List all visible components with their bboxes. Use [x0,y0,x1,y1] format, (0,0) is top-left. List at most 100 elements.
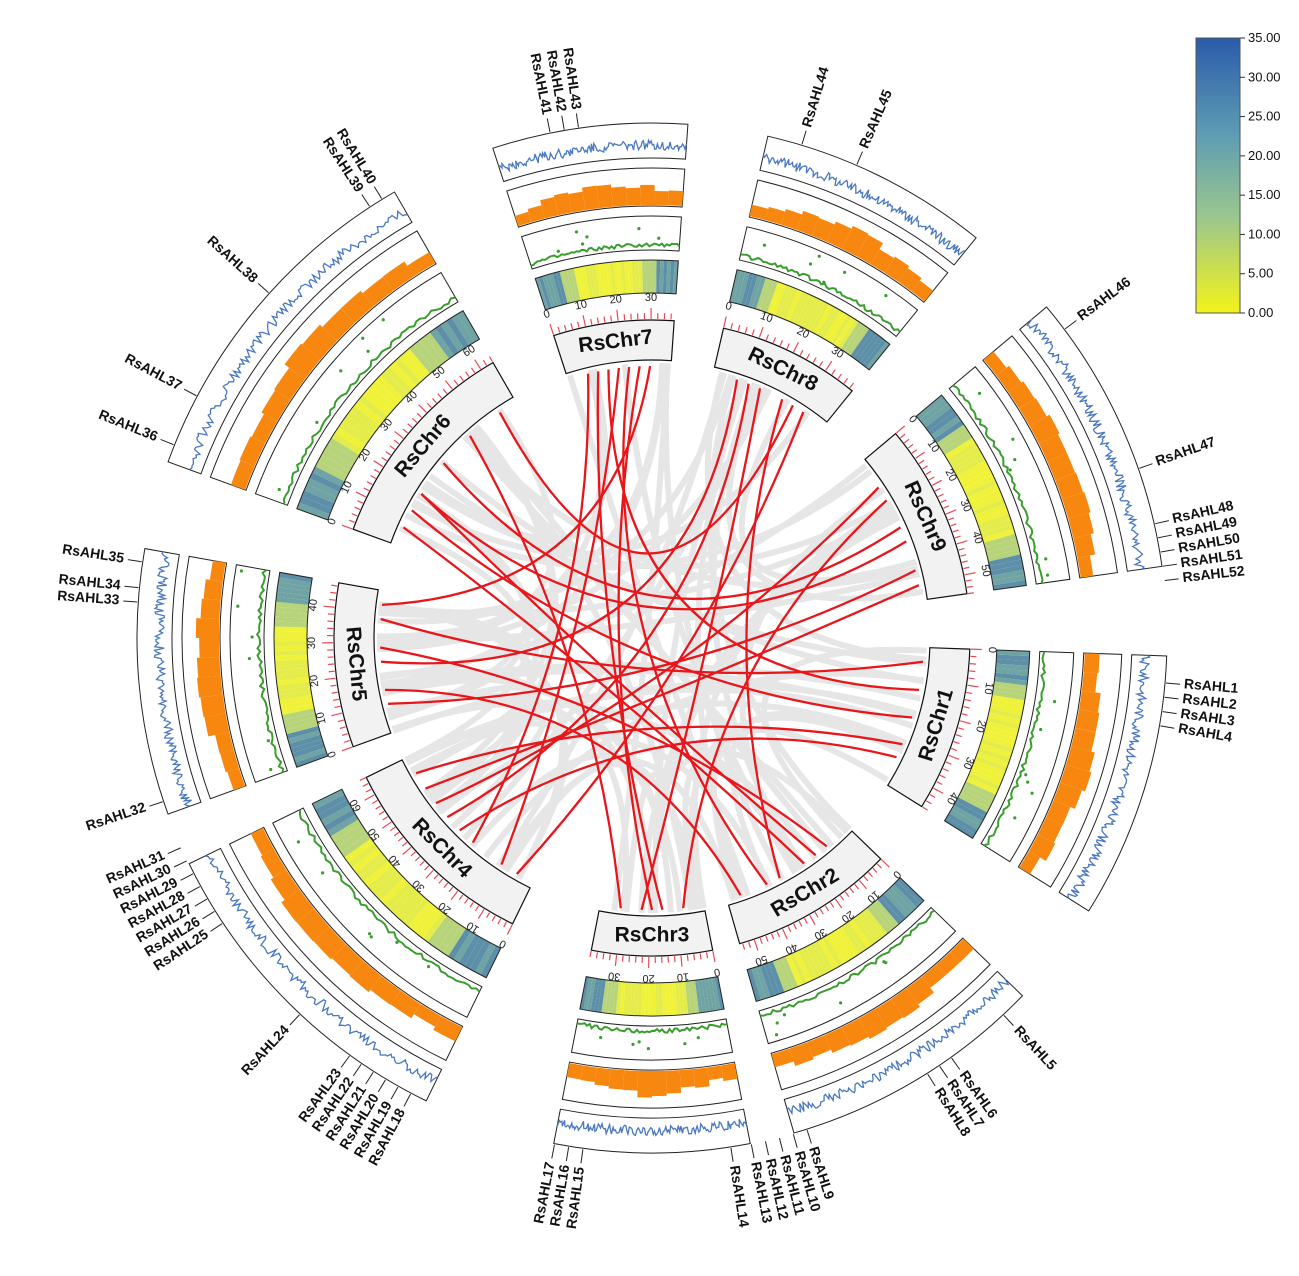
tick-mark [401,841,408,847]
legend-label: 0.00 [1248,305,1273,320]
heatmap-cell [979,743,1013,758]
heatmap-cell [299,496,333,515]
tick-mark [595,952,599,959]
duplication-link [380,617,924,675]
snp-point [817,254,821,258]
density-bar [789,1042,814,1066]
density-bar [890,988,920,1019]
tick-mark [491,915,496,922]
heatmap-cell [772,959,790,993]
heatmap-cell [659,260,664,294]
tick-mark [792,341,799,353]
heatmap-cell [278,572,313,583]
tick-mark [934,487,941,492]
tick-mark [931,479,943,486]
heatmap-cell [820,308,841,339]
heatmap-cell [698,979,707,1013]
gene-leader-line [127,559,142,563]
tick-mark [964,698,972,702]
heatmap-cell [756,277,771,311]
density-bar [594,1067,611,1087]
snp-track-border [254,271,459,506]
snp-point [1008,468,1012,472]
heatmap-cell [994,677,1028,686]
heatmap-cell [984,725,1018,740]
heatmap-cell [972,760,1006,777]
tick-mark [623,314,626,321]
gc-line [1026,318,1145,570]
density-bar [407,252,436,277]
legend-label: 30.00 [1248,69,1281,84]
heatmap-cell [448,928,471,960]
tick-mark [942,768,949,772]
heatmap-cell [583,977,593,1011]
tick-mark [705,952,709,959]
tick-mark [960,554,967,557]
tick-mark [968,677,975,680]
gene-leader-line [1162,563,1177,567]
tick-mark [858,880,867,890]
chromosome-label: RsChr3 [615,924,690,947]
heatmap-cell [399,352,426,382]
heatmap-cell [844,921,868,952]
heatmap-cell [840,321,863,352]
heatmap-cell [649,260,653,294]
heatmap-cell [276,677,310,686]
gene-leader-line [183,388,197,397]
density-bar [841,1018,869,1046]
gene-leader-line [1155,520,1169,525]
heatmap-cell [595,263,604,297]
snp-point [361,336,365,340]
tick-mark [433,874,439,880]
heatmap-cell [414,340,440,370]
heatmap-cell [437,922,462,953]
heatmap-cell [309,472,342,493]
heatmap-cell [941,433,973,456]
heatmap-cell [340,833,372,858]
heatmap-cell [464,937,486,970]
heatmap-cell [280,699,314,711]
heatmap-cell [827,312,848,343]
density-bar [349,960,382,993]
snp-point [269,767,273,772]
tick-mark [881,859,890,868]
duplication-link [415,725,903,775]
heatmap-cell [955,797,988,817]
heatmap-cell [813,940,834,972]
heatmap-cell [956,460,989,481]
density-bar [1077,555,1094,578]
heatmap-cell [324,443,357,466]
tick-mark [389,445,396,450]
density-bar [580,1065,597,1083]
tick-mark [748,941,752,948]
heatmap-cell [417,908,443,939]
heatmap-cell [318,454,351,477]
heatmap-cell [873,899,899,928]
tick-mark [779,340,784,347]
heatmap-track-border [915,394,1027,591]
density-bar [870,249,894,273]
density-bar [1008,381,1035,409]
heatmap-cell [312,466,345,487]
tick-mark [961,560,968,563]
snp-point [884,961,888,965]
density-bar [983,351,1007,376]
heatmap-cell [627,260,634,294]
gene-leader-line [390,1086,399,1100]
density-bar [196,675,223,698]
heatmap-cell [976,751,1009,768]
tick-mark [948,517,955,521]
tick-mark [371,799,378,804]
gene-leader-line [1164,696,1179,700]
tick-mark [418,404,427,413]
tick-mark [348,519,355,523]
heatmap-cell [986,543,1020,557]
snp-line [255,569,285,773]
heatmap-cell [668,982,674,1016]
tick-mark [966,691,973,695]
tick-mark [895,425,906,434]
tick-mark [357,500,364,504]
heatmap-cell [287,730,321,744]
tick-mark [966,585,973,588]
heatmap-cell [893,880,921,908]
